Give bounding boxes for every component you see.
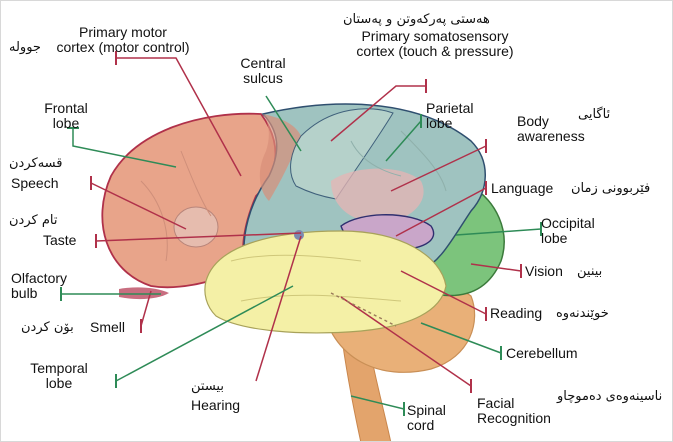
somatosensory-text-2: cortex (touch & pressure) [325, 44, 545, 59]
label-central-sulcus: Central sulcus [229, 56, 297, 86]
label-hearing-kur: بیستن [191, 379, 224, 394]
label-taste: Taste [43, 233, 76, 248]
label-body-awareness: Body awareness [517, 114, 585, 144]
occipital-text: Occipital [541, 216, 595, 231]
label-primary-motor-kur: جوولە [9, 40, 41, 55]
olfactory-text: Olfactory [11, 271, 67, 286]
label-taste-kur: تام کردن [9, 213, 57, 228]
label-speech-kur: قسەکردن [9, 156, 62, 171]
label-reading: Reading [490, 306, 542, 321]
label-body-awareness-kur: ئاگایی [578, 107, 610, 122]
label-occipital-lobe: Occipital lobe [541, 216, 595, 246]
parietal-text-2: lobe [426, 116, 473, 131]
label-frontal-lobe: Frontal lobe [36, 101, 96, 131]
central-sulcus-text: Central [229, 56, 297, 71]
facial-text-2: Recognition [477, 411, 551, 426]
label-somatosensory: Primary somatosensory cortex (touch & pr… [325, 29, 545, 59]
taste-area [294, 230, 304, 240]
label-facial-recognition-kur: ناسینەوەی دەموچاو [557, 389, 662, 404]
label-somatosensory-kur: هەستی پەرکەوتن و پەستان [343, 12, 490, 27]
label-olfactory-bulb: Olfactory bulb [11, 271, 67, 301]
label-vision: Vision [525, 264, 563, 279]
primary-motor-text-2: cortex (motor control) [53, 40, 193, 55]
primary-motor-text: Primary motor [53, 25, 193, 40]
label-smell: Smell [90, 320, 125, 335]
label-temporal-lobe: Temporal lobe [5, 361, 113, 391]
temporal-text-2: lobe [5, 376, 113, 391]
frontal-text-2: lobe [36, 116, 96, 131]
label-smell-kur: بۆن کردن [21, 320, 74, 335]
frontal-text: Frontal [36, 101, 96, 116]
occipital-text-2: lobe [541, 231, 595, 246]
temporal-lobe [205, 231, 446, 333]
label-speech: Speech [11, 176, 58, 191]
body-text-2: awareness [517, 129, 585, 144]
olfactory-text-2: bulb [11, 286, 67, 301]
body-text: Body [517, 114, 585, 129]
label-hearing: Hearing [191, 398, 240, 413]
somatosensory-text: Primary somatosensory [325, 29, 545, 44]
olfactory-bulb [119, 287, 169, 299]
temporal-text: Temporal [5, 361, 113, 376]
spinal-text-2: cord [407, 418, 446, 433]
label-parietal-lobe: Parietal lobe [426, 101, 473, 131]
label-cerebellum: Cerebellum [506, 346, 578, 361]
spinal-text: Spinal [407, 403, 446, 418]
label-vision-kur: بینین [577, 264, 602, 279]
label-spinal-cord: Spinal cord [407, 403, 446, 433]
facial-text: Facial [477, 396, 551, 411]
parietal-text: Parietal [426, 101, 473, 116]
central-sulcus-text-2: sulcus [229, 71, 297, 86]
label-primary-motor: Primary motor cortex (motor control) [53, 25, 193, 55]
label-reading-kur: خوێندنەوە [556, 306, 609, 321]
label-language: Language [491, 181, 553, 196]
label-language-kur: فێربوونی زمان [571, 181, 650, 196]
label-facial-recognition: Facial Recognition [477, 396, 551, 426]
